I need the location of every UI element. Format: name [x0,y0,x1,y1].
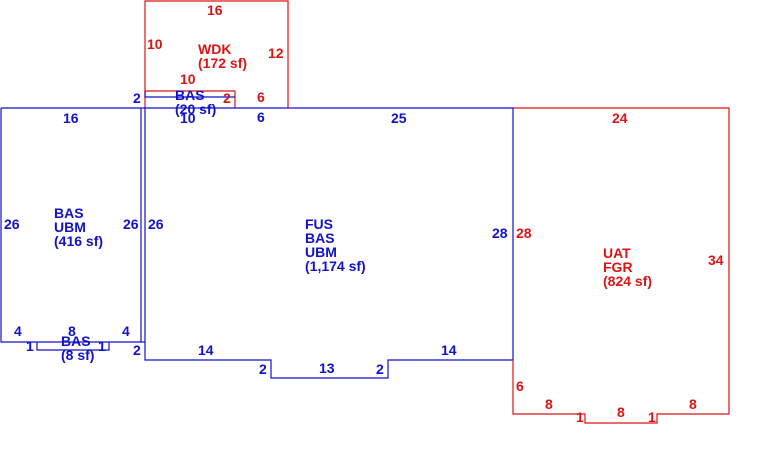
dim-wdk-inner-10: 10 [180,71,196,87]
uat-area-label: UAT FGR (824 sf) [603,245,652,289]
left-area-code1: BAS [54,205,84,221]
uat-area-size: (824 sf) [603,273,652,289]
dim-main-bottom-2b: 2 [376,361,384,377]
dim-bas-bottom-1a: 1 [26,338,34,354]
dim-main-bottom-2a: 2 [259,361,267,377]
main-area-code1: FUS [305,216,333,232]
left-area-label: BAS UBM (416 sf) [54,205,103,249]
bas-bottom-code: BAS [61,333,91,349]
dim-wdk-inner-6: 6 [257,89,265,105]
dim-wdk-inner-2: 2 [223,90,231,106]
dim-left-bottom-4a: 4 [14,323,22,339]
dim-left-top: 16 [63,110,79,126]
wdk-size: (172 sf) [198,55,247,71]
bas-bottom-label: BAS (8 sf) [61,333,94,363]
wdk-label: WDK (172 sf) [198,41,247,71]
uat-outline [512,107,730,424]
dim-uat-right: 34 [708,252,724,268]
blue-dimensions: 2 10 6 16 26 26 4 4 8 1 1 2 25 26 28 14 … [4,90,508,377]
left-area-code2: UBM [54,219,86,235]
dim-bas-small-bottom: 10 [180,110,196,126]
dim-main-top: 25 [391,110,407,126]
bas-small-label: BAS (20 sf) [175,87,216,117]
wdk-code: WDK [198,41,231,57]
dim-uat-top: 24 [612,110,628,126]
dim-uat-bottom-8c: 8 [689,396,697,412]
dim-uat-bottom-8b: 8 [617,404,625,420]
dim-bas-small-left: 2 [133,90,141,106]
dim-main-right: 28 [492,225,508,241]
main-area-label: FUS BAS UBM (1,174 sf) [305,216,366,274]
dim-main-bottom-14a: 14 [198,342,214,358]
wdk-area [144,0,289,108]
dim-uat-left: 28 [516,225,532,241]
main-area-size: (1,174 sf) [305,258,366,274]
dim-uat-bottom-1b: 1 [648,409,656,425]
uat-area-code2: FGR [603,259,633,275]
red-dimensions: 16 10 12 10 2 6 24 28 34 6 8 8 8 1 1 [147,2,724,425]
bas-small-outline [144,91,235,98]
dim-left-corner-2: 2 [133,342,141,358]
dim-left-bottom-8: 8 [68,323,76,339]
bas-small-code: BAS [175,87,205,103]
dim-uat-left-6: 6 [516,378,524,394]
main-area-code3: UBM [305,244,337,260]
dim-bas-bottom-1b: 1 [98,338,106,354]
dim-left-bottom-4b: 4 [122,323,130,339]
bas-bottom-outline [36,342,110,351]
dim-main-left: 26 [148,216,164,232]
dim-uat-bottom-8a: 8 [545,396,553,412]
dim-wdk-right: 12 [268,45,284,61]
bas-small-size: (20 sf) [175,101,216,117]
dim-left-left: 26 [4,216,20,232]
main-outline [144,107,514,379]
dim-uat-bottom-1a: 1 [576,409,584,425]
dim-wdk-top: 16 [207,2,223,18]
dim-left-right: 26 [123,216,139,232]
dim-wdk-left: 10 [147,36,163,52]
dim-main-bottom-13: 13 [319,360,335,376]
wdk-inner-notch [145,90,236,108]
main-area-code2: BAS [305,230,335,246]
dim-main-bottom-14b: 14 [441,342,457,358]
dim-main-top-6: 6 [257,109,265,125]
uat-area-code1: UAT [603,245,631,261]
left-area-size: (416 sf) [54,233,103,249]
wdk-outline [144,0,289,108]
bas-bottom-size: (8 sf) [61,347,94,363]
